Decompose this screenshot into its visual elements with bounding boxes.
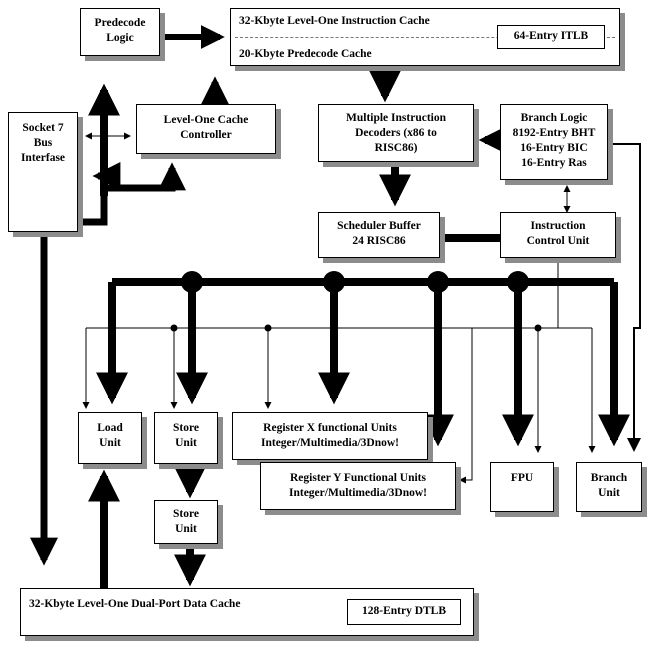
load-unit-label: Load Unit <box>97 422 123 449</box>
decoders-label: Multiple Instruction Decoders (x86 to RI… <box>346 112 446 154</box>
branch-logic-to-branch-unit <box>608 143 641 452</box>
instruction-decoders-block: Multiple Instruction Decoders (x86 to RI… <box>318 104 474 162</box>
store-unit-block: Store Unit <box>154 412 218 464</box>
dtlb-block: 128-Entry DTLB <box>347 599 461 625</box>
store-unit-2-label: Store Unit <box>173 508 199 535</box>
l1-cache-controller-block: Level-One Cache Controller <box>136 104 276 154</box>
branch-logic-label: Branch Logic 8192-Entry BHT 16-Entry BIC… <box>512 112 596 169</box>
register-x-label: Register X functional Units Integer/Mult… <box>261 422 399 449</box>
bus-to-dcache <box>30 196 108 566</box>
store-unit-2-block: Store Unit <box>154 500 218 544</box>
register-x-units-block: Register X functional Units Integer/Mult… <box>232 412 428 460</box>
predecode-cache-label: 20-Kbyte Predecode Cache <box>239 48 372 60</box>
instruction-control-unit-block: Instruction Control Unit <box>500 212 616 258</box>
data-cache-block: 32-Kbyte Level-One Dual-Port Data Cache … <box>20 588 474 636</box>
branch-logic-block: Branch Logic 8192-Entry BHT 16-Entry BIC… <box>500 104 608 180</box>
predecode-logic-block: Predecode Logic <box>80 8 160 56</box>
bus-to-controller <box>104 162 186 192</box>
predecode-logic-label: Predecode Logic <box>94 17 146 44</box>
socket7-label: Socket 7 Bus Interfase <box>20 122 66 164</box>
load-unit-block: Load Unit <box>78 412 142 464</box>
fpu-block: FPU <box>490 462 554 512</box>
instruction-control-unit-label: Instruction Control Unit <box>526 220 590 247</box>
scheduler-buffer-block: Scheduler Buffer 24 RISC86 <box>318 212 440 258</box>
branch-unit-block: Branch Unit <box>576 462 642 512</box>
instruction-cache-title: 32-Kbyte Level-One Instruction Cache <box>239 15 430 27</box>
scheduler-buffer-label: Scheduler Buffer 24 RISC86 <box>337 220 421 247</box>
control-lines <box>82 262 596 484</box>
result-bus <box>96 271 630 447</box>
socket7-bus-interface-block: Socket 7 Bus Interfase <box>8 112 78 232</box>
store-unit-label: Store Unit <box>173 422 199 449</box>
data-cache-title: 32-Kbyte Level-One Dual-Port Data Cache <box>29 598 241 610</box>
register-y-label: Register Y Functional Units Integer/Mult… <box>289 472 427 499</box>
register-y-units-block: Register Y Functional Units Integer/Mult… <box>260 462 456 510</box>
cache-divider <box>235 37 615 38</box>
branch-unit-label: Branch Unit <box>590 472 628 499</box>
fpu-label: FPU <box>510 472 534 484</box>
l1-cache-controller-label: Level-One Cache Controller <box>163 114 249 141</box>
instruction-cache-block: 32-Kbyte Level-One Instruction Cache 20-… <box>230 8 620 66</box>
itlb-block: 64-Entry ITLB <box>497 25 605 49</box>
